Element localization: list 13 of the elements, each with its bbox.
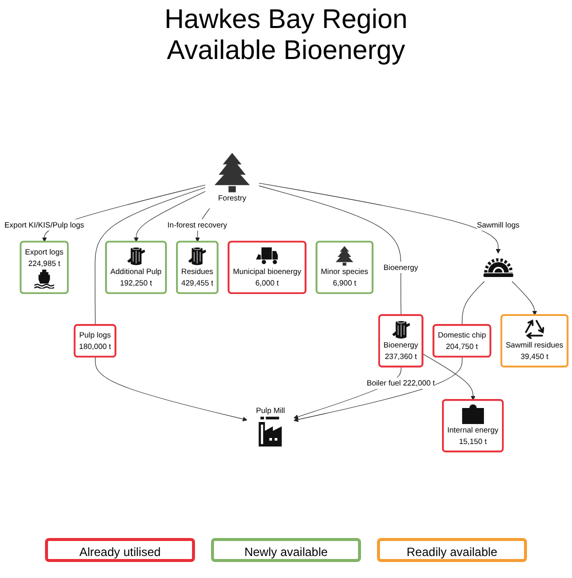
arrow bbox=[134, 191, 206, 242]
arrow bbox=[422, 354, 476, 400]
diagram-title: Hawkes Bay Region Available Bioenergy bbox=[163, 4, 409, 66]
arrow bbox=[258, 182, 501, 254]
connector bbox=[462, 281, 485, 326]
arrow bbox=[95, 356, 248, 422]
legend-label: Readily available bbox=[406, 545, 498, 559]
arrow bbox=[512, 281, 538, 316]
arrow bbox=[42, 184, 206, 242]
connector bbox=[258, 186, 402, 316]
legend-label: Already utilised bbox=[79, 545, 161, 559]
legend-label: Newly available bbox=[244, 545, 328, 559]
connector bbox=[94, 187, 206, 326]
